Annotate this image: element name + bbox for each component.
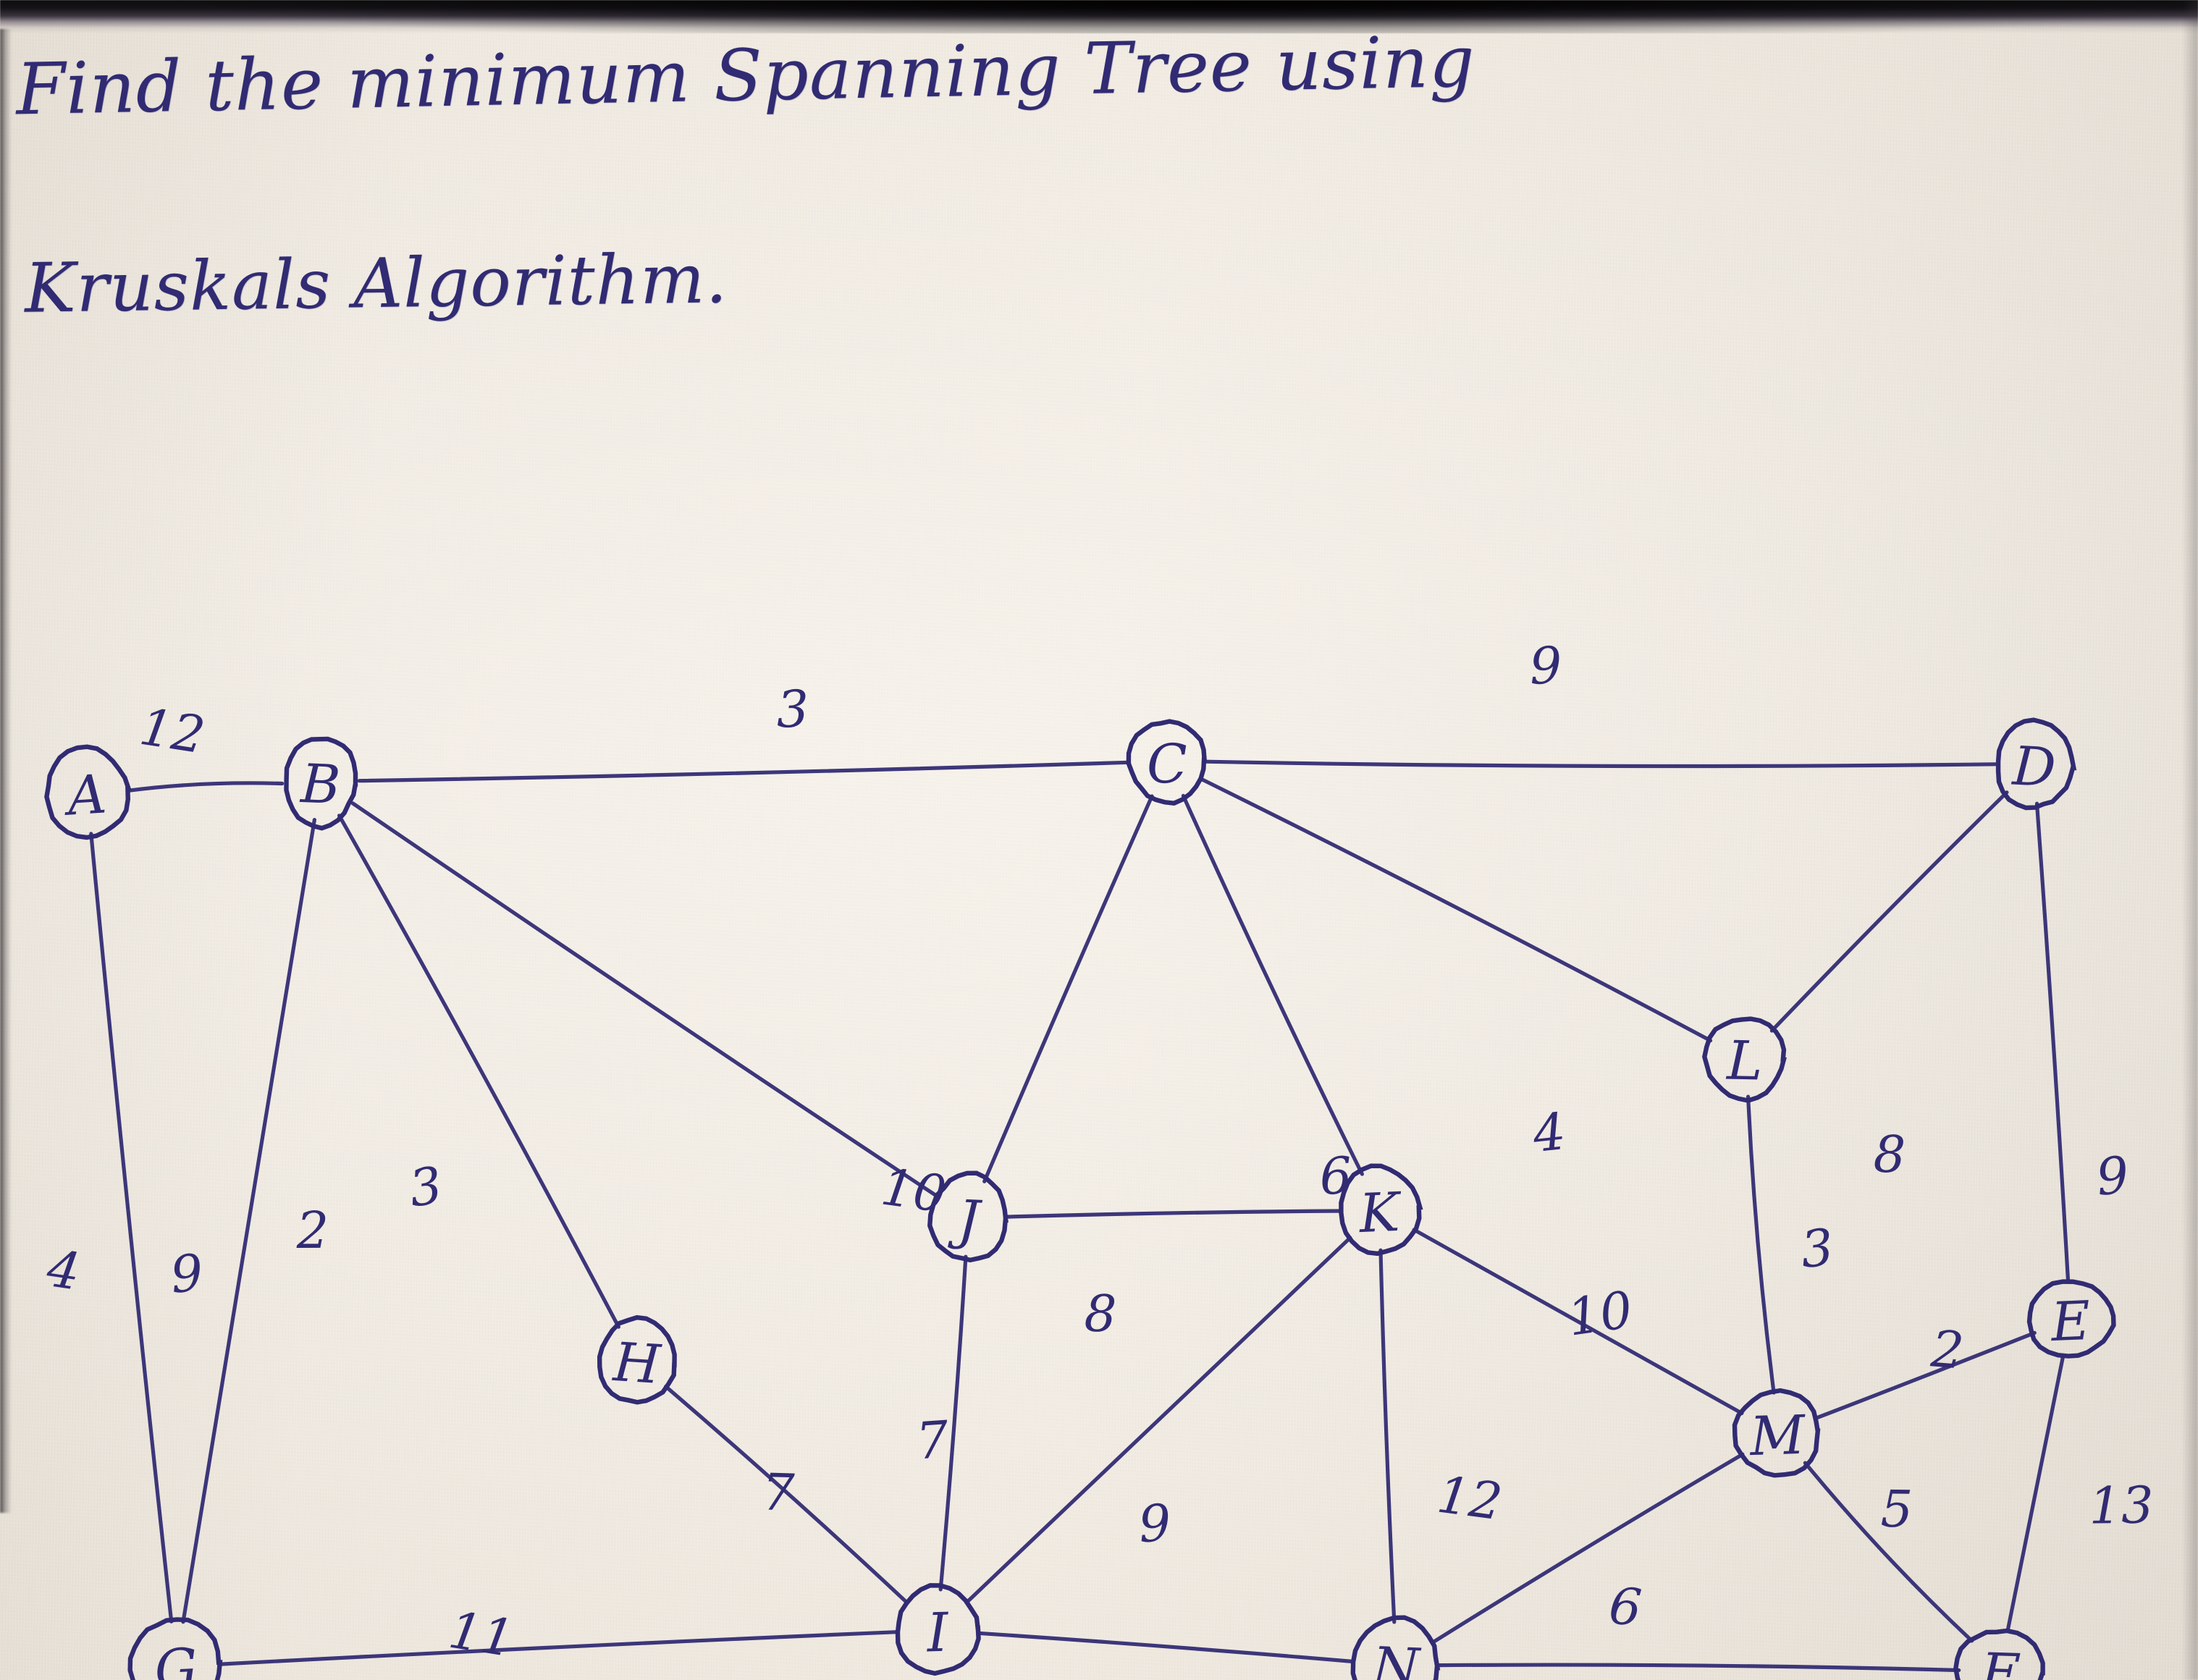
- edge-weight-label: 6: [1607, 1576, 1643, 1638]
- edge-weight-label: 13: [2089, 1475, 2154, 1535]
- graph-node-h: H: [597, 1314, 677, 1405]
- node-label: C: [1145, 733, 1188, 796]
- graph-edges-layer: [89, 759, 2071, 1673]
- node-label: M: [1748, 1404, 1808, 1468]
- graph-edge: [1431, 1452, 1745, 1645]
- edge-weight-label: 12: [136, 697, 209, 766]
- photo-left-edge-shadow: [0, 29, 12, 1513]
- graph-edge: [2034, 801, 2071, 1283]
- edge-weight-label: 9: [168, 1243, 206, 1305]
- node-outline: [1702, 1016, 1787, 1103]
- node-outline: [127, 1617, 223, 1680]
- graph-edge: [181, 818, 316, 1624]
- edge-weight-label: 9: [2094, 1145, 2131, 1207]
- edge-weight-label: 4: [43, 1238, 84, 1302]
- photo-right-edge-shadow: [2182, 0, 2198, 1680]
- graph-edge: [1813, 1330, 2037, 1421]
- node-outline: [597, 1314, 677, 1405]
- graph-edge: [357, 760, 1132, 783]
- edge-weight-label: 6: [1318, 1146, 1353, 1207]
- node-label: G: [153, 1637, 199, 1680]
- graph-node-a: A: [44, 744, 132, 840]
- graph-edge: [1412, 1228, 1744, 1416]
- graph-edge: [1199, 777, 1713, 1043]
- node-label: A: [62, 763, 109, 828]
- graph-node-f: F: [1953, 1628, 2045, 1680]
- edge-weight-label: 11: [445, 1600, 518, 1669]
- edge-weight-label: 10: [1564, 1280, 1636, 1348]
- graph-node-i: I: [895, 1583, 981, 1676]
- graph-node-b: B: [284, 736, 358, 831]
- graph-edge: [337, 814, 620, 1329]
- graph-node-g: G: [127, 1617, 223, 1680]
- edge-weight-label: 12: [1433, 1465, 1505, 1532]
- node-outline: [1995, 717, 2077, 811]
- node-outline: [1126, 719, 1208, 806]
- edge-weight-label: 9: [1528, 636, 1563, 696]
- graph-edge: [664, 1385, 909, 1605]
- graph-node-k: K: [1339, 1163, 1423, 1257]
- graph-edge: [938, 1254, 968, 1592]
- edge-weight-label: 5: [1880, 1480, 1913, 1540]
- edge-weight-label: 8: [1873, 1125, 1906, 1185]
- graph-node-n: N: [1350, 1615, 1441, 1680]
- graph-edge-weights-layer: 12439239106498132521177988101263: [43, 636, 2154, 1669]
- graph-nodes-layer: A B C D E F G H I J K L M N: [44, 717, 2116, 1680]
- edge-weight-label: 3: [776, 679, 810, 739]
- node-label: B: [298, 753, 342, 816]
- node-label: I: [925, 1602, 951, 1665]
- edge-weight-label: 4: [1530, 1102, 1569, 1164]
- edge-weight-label: 10: [877, 1157, 949, 1224]
- node-outline: [2026, 1279, 2116, 1359]
- graph-edge: [219, 1630, 899, 1666]
- graph-edge: [1803, 1461, 1974, 1643]
- graph-node-l: L: [1702, 1016, 1787, 1103]
- edge-weight-label: 2: [1929, 1319, 1966, 1380]
- node-outline: [44, 744, 132, 840]
- graph-edge: [976, 1631, 1355, 1664]
- graph-edge: [1181, 793, 1364, 1176]
- node-label: L: [1725, 1029, 1763, 1092]
- node-label: N: [1370, 1636, 1423, 1680]
- graph-edge: [982, 794, 1154, 1183]
- graph-edge: [2005, 1354, 2066, 1633]
- photo-top-edge-shadow: [0, 0, 2198, 33]
- edge-weight-label: 7: [762, 1462, 796, 1522]
- node-outline: [1339, 1163, 1423, 1257]
- node-label: K: [1357, 1181, 1404, 1245]
- graph-edge: [1769, 790, 2009, 1033]
- node-outline: [1953, 1628, 2045, 1680]
- edge-weight-label: 8: [1084, 1283, 1118, 1343]
- graph-edge: [89, 832, 174, 1624]
- graph-node-m: M: [1732, 1388, 1821, 1478]
- graph-node-e: E: [2026, 1279, 2116, 1359]
- graph-node-c: C: [1126, 719, 1208, 806]
- node-label: J: [947, 1189, 984, 1252]
- node-outline: [284, 736, 358, 831]
- node-label: E: [2048, 1290, 2092, 1354]
- edge-weight-label: 3: [1798, 1217, 1836, 1280]
- graph-edge: [1006, 1209, 1342, 1219]
- graph-edge: [1746, 1094, 1776, 1395]
- graph-edge: [965, 1236, 1352, 1604]
- node-outline: [1732, 1388, 1821, 1478]
- node-label: F: [1979, 1642, 2021, 1680]
- node-outline: [895, 1583, 981, 1676]
- graph-edge: [126, 781, 285, 793]
- graph-edge: [1378, 1248, 1397, 1624]
- edge-weight-label: 7: [914, 1409, 951, 1471]
- node-label: D: [2010, 735, 2058, 799]
- graph-node-d: D: [1995, 717, 2077, 811]
- graph-edge: [350, 801, 938, 1198]
- graph-edge: [1203, 759, 1997, 769]
- node-outline: [1350, 1615, 1441, 1680]
- edge-weight-label: 2: [296, 1201, 329, 1260]
- node-label: H: [610, 1331, 663, 1396]
- node-outline: [927, 1170, 1009, 1263]
- edge-weight-label: 9: [1137, 1493, 1173, 1555]
- edge-weight-label: 3: [405, 1155, 446, 1219]
- graph-edge: [1436, 1663, 1961, 1673]
